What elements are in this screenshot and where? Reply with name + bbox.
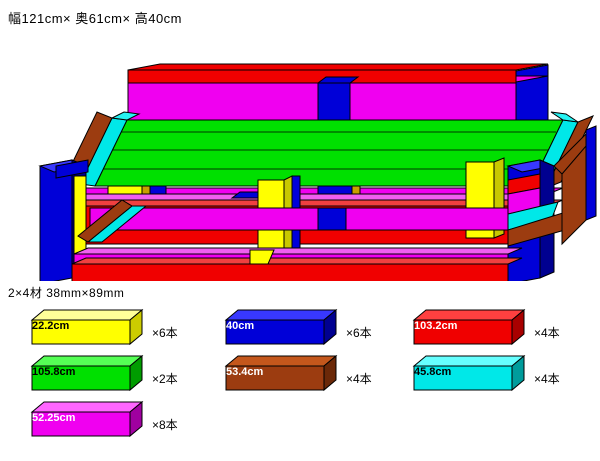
page-title: 幅121cm× 奥61cm× 高40cm	[8, 11, 183, 26]
legend-heading: 2×4材 38mm×89mm	[8, 286, 125, 300]
rail-bottom-red	[71, 257, 523, 285]
legend-count-6: ×8本	[152, 418, 178, 432]
legend-item-2: 103.2cm ×4本	[404, 306, 594, 350]
upright-back-right-blue	[585, 125, 597, 221]
legend-swatch-4	[224, 354, 338, 392]
cleat-under-deck-center-blue	[317, 185, 361, 195]
shelf-lower-magenta-back	[89, 207, 509, 231]
cleat-under-deck-left-yellow	[107, 185, 151, 195]
legend-swatch-2	[412, 308, 526, 346]
legend-swatch-0	[30, 308, 144, 346]
legend-item-6: 52.25cm ×8本	[22, 398, 212, 442]
cleat-under-deck-left-blue	[149, 185, 167, 195]
legend-count-0: ×6本	[152, 326, 178, 340]
legend-swatch-5	[412, 354, 526, 392]
block-bottom-center-yellow	[249, 249, 275, 265]
legend-count-3: ×2本	[152, 372, 178, 386]
legend-swatch-3	[30, 354, 144, 392]
legend-item-1: 40cm ×6本	[216, 306, 406, 350]
upright-back-right-brown	[561, 144, 587, 246]
legend-item-5: 45.8cm ×4本	[404, 352, 594, 396]
furniture-isometric-drawing: .o { stroke:#000000; stroke-width:1; str…	[0, 26, 600, 285]
legend-swatch-1	[224, 308, 338, 346]
block-back-center-blue	[316, 76, 360, 123]
shelf-lower-blue-cleat	[317, 207, 347, 231]
legend-item-0: 22.2cm ×6本	[22, 306, 212, 350]
legend-swatch-6	[30, 400, 144, 438]
legend-count-4: ×4本	[346, 372, 372, 386]
legend-count-2: ×4本	[534, 326, 560, 340]
side-right-depth-stack	[507, 173, 573, 247]
legend-item-4: 53.4cm ×4本	[216, 352, 406, 396]
upright-back-left-blue	[55, 159, 89, 179]
legend-item-3: 105.8cm ×2本	[22, 352, 212, 396]
legend-count-1: ×6本	[346, 326, 372, 340]
cut-list-legend: 2×4材 38mm×89mm 22.2cm ×6本 40cm ×6本 103.2…	[0, 284, 600, 461]
brace-lower-left	[77, 199, 148, 243]
rail-back-top-red	[127, 63, 549, 84]
furniture-svg: .o { stroke:#000000; stroke-width:1; str…	[38, 63, 597, 285]
legend-count-5: ×4本	[534, 372, 560, 386]
